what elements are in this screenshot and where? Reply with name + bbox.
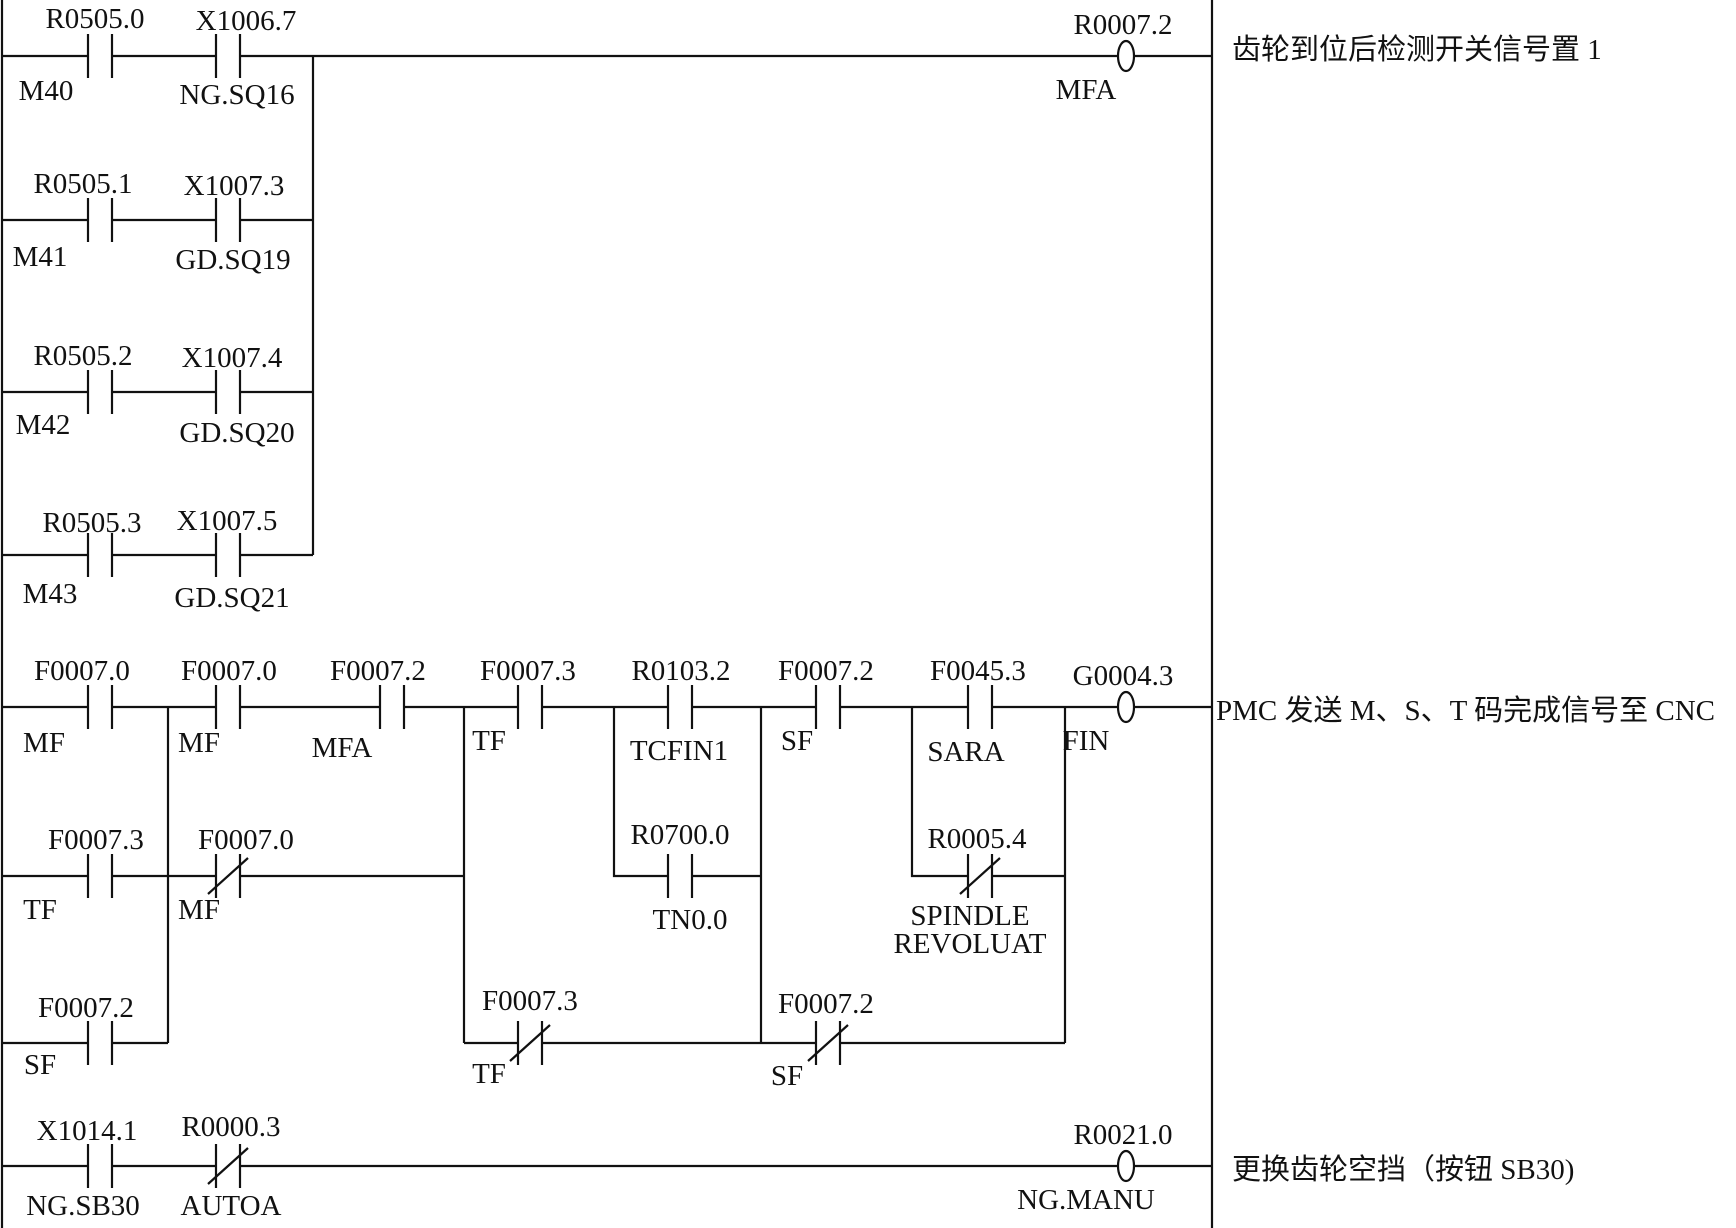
normally-open-contact [378, 685, 406, 729]
contact-address: X1007.4 [182, 342, 283, 374]
contact-slash [509, 1024, 551, 1062]
contact-symbol: M41 [13, 241, 68, 273]
normally-open-contact [86, 198, 114, 242]
output-coil [1116, 690, 1136, 724]
contact-symbol: GD.SQ21 [174, 582, 289, 614]
normally-open-contact [86, 533, 114, 577]
normally-closed-contact [509, 1021, 551, 1065]
contact-address: F0007.3 [480, 655, 576, 687]
normally-closed-contact [207, 854, 249, 898]
normally-open-contact [214, 370, 242, 414]
coil-symbol: NG.MANU [1017, 1184, 1155, 1216]
contact-symbol: M42 [16, 409, 71, 441]
contact-address: R0103.2 [631, 655, 730, 687]
contact-address: F0007.2 [330, 655, 426, 687]
contact-symbol: SPINDLE [910, 900, 1029, 932]
normally-closed-contact [807, 1021, 849, 1065]
normally-open-contact [214, 685, 242, 729]
contact-address: F0007.0 [181, 655, 277, 687]
contact-slash [959, 857, 1001, 895]
contact-address: F0007.0 [198, 824, 294, 856]
wires [0, 0, 1214, 1228]
rung-comment: PMC 发送 M、S、T 码完成信号至 CNC [1216, 694, 1715, 727]
normally-open-contact [214, 198, 242, 242]
rung-comment: 齿轮到位后检测开关信号置 1 [1232, 33, 1602, 66]
normally-open-contact [86, 1021, 114, 1065]
contact-symbol: GD.SQ20 [179, 417, 294, 449]
normally-open-contact [214, 533, 242, 577]
contact-slash [807, 1024, 849, 1062]
normally-open-contact [86, 34, 114, 78]
coil-symbol: FIN [1063, 725, 1110, 757]
contact-address: X1007.3 [184, 170, 285, 202]
contact-symbol: REVOLUAT [893, 928, 1046, 960]
contact-symbol: MF [178, 894, 220, 926]
wire [910, 707, 968, 878]
contact-symbol: TF [472, 725, 506, 757]
contact-address: F0007.2 [778, 655, 874, 687]
contact-symbol: SF [24, 1049, 56, 1081]
contact-symbol: MFA [312, 732, 373, 764]
contact-symbol: TF [472, 1058, 506, 1090]
contact-symbol: TCFIN1 [630, 735, 728, 767]
contact-symbol: GD.SQ19 [175, 244, 290, 276]
contact-slash [207, 1147, 249, 1185]
contact-symbol: TN0.0 [653, 904, 728, 936]
normally-open-contact [86, 685, 114, 729]
contact-slash [207, 857, 249, 895]
contact-address: R0700.0 [630, 819, 729, 851]
normally-open-contact [86, 854, 114, 898]
contact-symbol: SARA [927, 736, 1004, 768]
wire [612, 707, 668, 878]
contact-address: R0505.0 [45, 3, 144, 35]
coil-symbol: MFA [1056, 74, 1117, 106]
contact-address: R0000.3 [181, 1111, 280, 1143]
contact-address: F0007.2 [778, 988, 874, 1020]
elements: R0505.0M40X1006.7NG.SQ16R0505.1M41X1007.… [13, 3, 1715, 1222]
contact-address: R0505.3 [42, 507, 141, 539]
coil-address: R0021.0 [1073, 1119, 1172, 1151]
rung-comment: 更换齿轮空挡（按钮 SB30) [1232, 1153, 1574, 1186]
contact-symbol: MF [178, 727, 220, 759]
contact-address: X1007.5 [177, 505, 278, 537]
contact-address: F0007.2 [38, 992, 134, 1024]
normally-open-contact [966, 685, 994, 729]
contact-address: F0007.3 [482, 985, 578, 1017]
contact-symbol: NG.SB30 [26, 1190, 140, 1222]
contact-symbol: SF [771, 1060, 803, 1092]
contact-address: R0505.1 [33, 168, 132, 200]
normally-open-contact [666, 854, 694, 898]
normally-open-contact [86, 370, 114, 414]
coil-address: G0004.3 [1073, 660, 1174, 692]
normally-closed-contact [959, 854, 1001, 898]
output-coil [1116, 1149, 1136, 1183]
contact-address: R0505.2 [33, 340, 132, 372]
normally-open-contact [516, 685, 544, 729]
output-coil [1116, 39, 1136, 73]
contact-address: F0007.0 [34, 655, 130, 687]
normally-open-contact [86, 1144, 114, 1188]
contact-address: X1006.7 [196, 5, 297, 37]
contact-symbol: NG.SQ16 [179, 79, 294, 111]
contact-symbol: M43 [23, 578, 78, 610]
coil-address: R0007.2 [1073, 9, 1172, 41]
contact-address: X1014.1 [37, 1115, 138, 1147]
normally-open-contact [814, 685, 842, 729]
contact-address: F0007.3 [48, 824, 144, 856]
normally-open-contact [666, 685, 694, 729]
contact-address: F0045.3 [930, 655, 1026, 687]
contact-symbol: M40 [19, 75, 74, 107]
normally-open-contact [214, 34, 242, 78]
contact-symbol: AUTOA [181, 1190, 282, 1222]
contact-symbol: SF [781, 725, 813, 757]
normally-closed-contact [207, 1144, 249, 1188]
contact-address: R0005.4 [927, 823, 1027, 855]
contact-symbol: TF [23, 894, 57, 926]
contact-symbol: MF [23, 727, 65, 759]
